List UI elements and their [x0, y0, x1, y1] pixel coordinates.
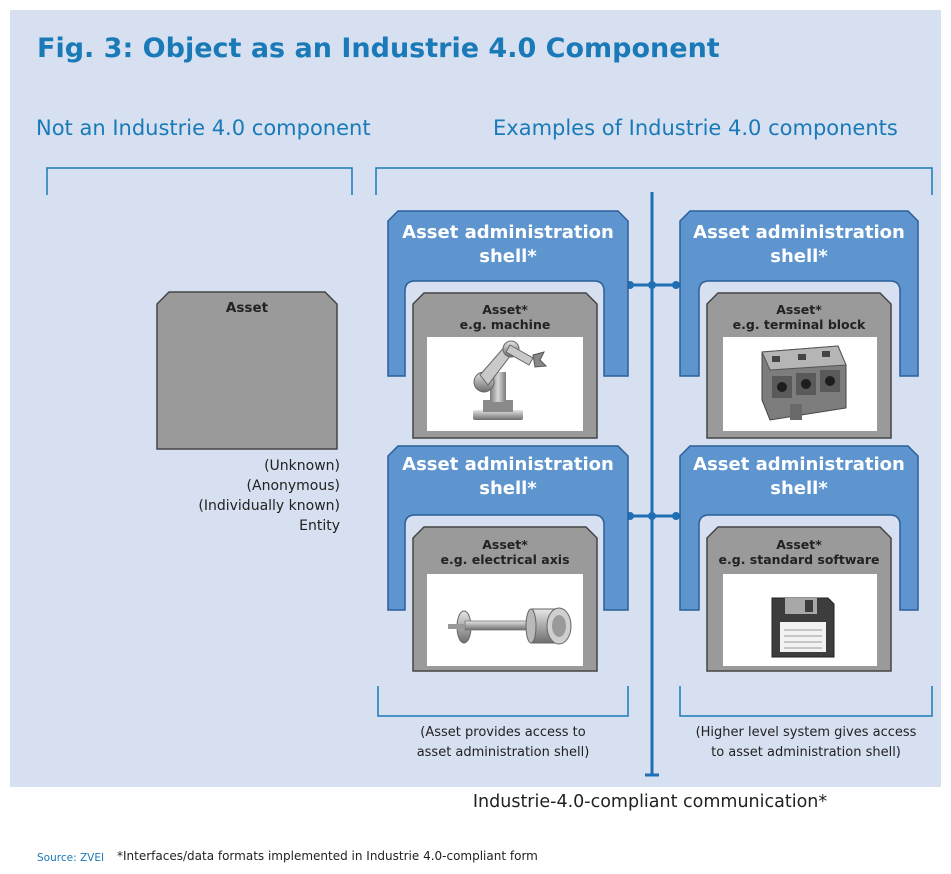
entity-labels: (Unknown) (Anonymous) (Individually know…: [180, 456, 340, 536]
note-line: asset administration shell): [416, 745, 590, 760]
asset-label-line: Asset*: [482, 302, 528, 317]
figure-title: Fig. 3: Object as an Industrie 4.0 Compo…: [37, 33, 720, 64]
standalone-asset-box: [156, 291, 338, 450]
shell-label-line: shell*: [770, 478, 828, 499]
shell-label-line: Asset administration: [402, 454, 614, 475]
asset-label-line: Asset*: [776, 537, 822, 552]
terminal-block-icon: [761, 345, 847, 421]
right-group-bracket: [375, 167, 933, 195]
component-asset-label: Asset* e.g. electrical axis: [413, 537, 597, 567]
component-asset-label: Asset* e.g. standard software: [707, 537, 891, 567]
note-line: (Asset provides access to: [420, 725, 586, 740]
source-credit: Source: ZVEI: [37, 852, 105, 864]
bus-connector-bottom: [626, 512, 680, 520]
asset-label-line: e.g. standard software: [718, 552, 880, 567]
shell-label: Asset administration shell*: [680, 221, 918, 269]
component-asset-label: Asset* e.g. machine: [413, 302, 597, 332]
footnote: *Interfaces/data formats implemented in …: [117, 849, 538, 863]
note-line: (Higher level system gives access: [695, 725, 917, 740]
asset-label-line: Asset*: [776, 302, 822, 317]
shell-label: Asset administration shell*: [388, 453, 628, 501]
entity-line: Entity: [299, 518, 340, 534]
entity-line: (Anonymous): [246, 478, 340, 494]
shell-label-line: Asset administration: [402, 222, 614, 243]
component-asset-label: Asset* e.g. terminal block: [707, 302, 891, 332]
asset-label-line: e.g. machine: [459, 317, 551, 332]
shell-label-line: shell*: [479, 478, 537, 499]
robot-arm-icon: [473, 340, 548, 420]
shell-label-line: Asset administration: [693, 454, 905, 475]
left-group-heading: Not an Industrie 4.0 component: [36, 116, 371, 140]
electrical-axis-icon: [448, 607, 572, 645]
left-note-bracket: [377, 686, 629, 717]
shell-label: Asset administration shell*: [680, 453, 918, 501]
shell-label-line: Asset administration: [693, 222, 905, 243]
right-group-heading: Examples of Industrie 4.0 components: [493, 116, 898, 140]
asset-label-line: Asset*: [482, 537, 528, 552]
entity-line: (Individually known): [198, 498, 340, 514]
asset-label-line: e.g. terminal block: [732, 317, 866, 332]
shell-label: Asset administration shell*: [388, 221, 628, 269]
asset-label-line: e.g. electrical axis: [440, 552, 570, 567]
right-access-note: (Higher level system gives access to ass…: [670, 723, 942, 763]
communication-label: Industrie-4.0-compliant communication*: [472, 792, 828, 812]
entity-line: (Unknown): [264, 458, 340, 474]
shell-label-line: shell*: [479, 246, 537, 267]
left-group-bracket: [46, 167, 353, 195]
note-line: to asset administration shell): [711, 745, 901, 760]
floppy-disk-icon: [771, 597, 835, 658]
shell-label-line: shell*: [770, 246, 828, 267]
standalone-asset-label: Asset: [225, 300, 269, 316]
left-access-note: (Asset provides access to asset administ…: [378, 723, 628, 763]
right-note-bracket: [679, 686, 933, 717]
bus-connector-top: [626, 281, 680, 289]
